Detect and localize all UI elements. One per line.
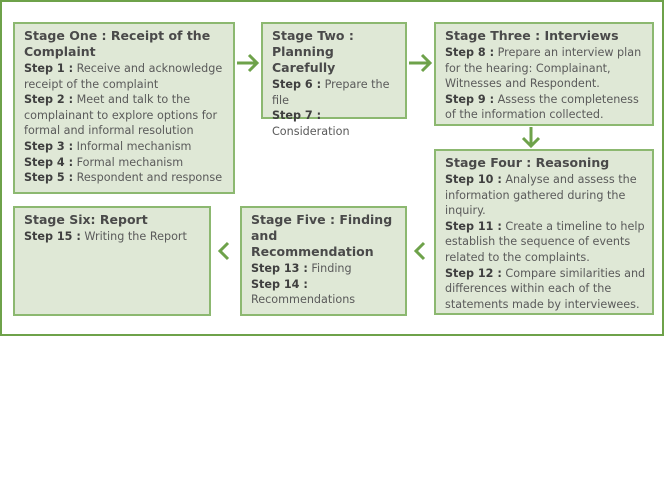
step-12-text: Compare similarities and differences wit… bbox=[445, 266, 646, 311]
stage-two-box: Stage Two : Planning Carefully Step 6 : … bbox=[261, 22, 407, 138]
step-8-label: Step 8 : bbox=[445, 46, 495, 59]
step-3-label: Step 3 : bbox=[24, 139, 74, 153]
step-1-text: Receive and acknowledge receipt of the c… bbox=[24, 62, 223, 91]
step-5-text: Respondent and response bbox=[76, 171, 223, 185]
chevron-left-icon bbox=[217, 241, 230, 261]
step-11-label: Step 11 : bbox=[445, 219, 502, 233]
step-3-text: Informal mechanism bbox=[76, 139, 192, 153]
step-9: Step 9 : Assess the completeness of the … bbox=[445, 92, 646, 123]
step-7-label: Step 7 : bbox=[272, 109, 322, 123]
step-8: Step 8 : Prepare an interview plan for t… bbox=[445, 45, 646, 92]
step-6-text: Prepare the file bbox=[272, 78, 390, 107]
step-4-text: Formal mechanism bbox=[76, 155, 184, 169]
step-6: Step 6 : Prepare the file bbox=[272, 77, 399, 108]
step-12: Step 12 : Compare similarities and diffe… bbox=[445, 266, 646, 313]
step-14-label: Step 14 : bbox=[251, 277, 308, 291]
stage-four-box: Stage Four : Reasoning Step 10 : Analyse… bbox=[434, 149, 654, 315]
step-4: Step 4 : Formal mechanism bbox=[24, 155, 227, 171]
step-15: Step 15 : Writing the Report bbox=[24, 229, 203, 245]
step-14: Step 14 : Recommendations bbox=[251, 277, 399, 308]
step-7-text: Consideration bbox=[272, 124, 350, 138]
step-9-text: Assess the completeness of the informati… bbox=[445, 92, 639, 122]
step-13: Step 13 : Finding bbox=[251, 261, 399, 277]
stage-one-title: Stage One : Receipt of the Complaint bbox=[24, 28, 211, 59]
step-12-label: Step 12 : bbox=[445, 266, 502, 280]
stage-five-box: Stage Five : Finding and Recommendation … bbox=[240, 206, 407, 316]
step-4-label: Step 4 : bbox=[24, 155, 74, 169]
stage-one-box: Stage One : Receipt of the Complaint Ste… bbox=[13, 22, 235, 194]
step-10-text: Analyse and assess the information gathe… bbox=[445, 173, 637, 218]
stage-three-box: Stage Three : Interviews Step 8 : Prepar… bbox=[434, 22, 654, 126]
arrow-right-icon bbox=[237, 53, 260, 73]
step-11-text: Create a timeline to help establish the … bbox=[445, 219, 645, 264]
stage-two-title: Stage Two : Planning Carefully bbox=[272, 28, 354, 75]
step-15-label: Step 15 : bbox=[24, 230, 81, 243]
step-6-label: Step 6 : bbox=[272, 78, 322, 91]
step-8-text: Prepare an interview plan for the hearin… bbox=[445, 46, 642, 91]
step-1-label: Step 1 : bbox=[24, 62, 74, 75]
step-13-text: Finding bbox=[311, 262, 352, 275]
stage-six-title: Stage Six: Report bbox=[24, 212, 148, 227]
step-13-label: Step 13 : bbox=[251, 262, 308, 275]
step-10: Step 10 : Analyse and assess the informa… bbox=[445, 172, 646, 219]
stage-three-title: Stage Three : Interviews bbox=[445, 28, 619, 43]
step-2-text: Meet and talk to the complainant to expl… bbox=[24, 93, 218, 138]
step-2-label: Step 2 : bbox=[24, 93, 74, 107]
step-5: Step 5 : Respondent and response bbox=[24, 170, 227, 186]
step-11: Step 11 : Create a timeline to help esta… bbox=[445, 219, 646, 266]
step-9-label: Step 9 : bbox=[445, 92, 495, 106]
step-10-label: Step 10 : bbox=[445, 173, 502, 186]
step-5-label: Step 5 : bbox=[24, 171, 74, 185]
step-3: Step 3 : Informal mechanism bbox=[24, 139, 227, 155]
step-15-text: Writing the Report bbox=[84, 230, 187, 243]
chevron-left-icon bbox=[413, 241, 426, 261]
step-1: Step 1 : Receive and acknowledge receipt… bbox=[24, 61, 227, 92]
stage-six-box: Stage Six: Report Step 15 : Writing the … bbox=[13, 206, 211, 316]
step-14-text: Recommendations bbox=[251, 293, 356, 307]
stage-four-title: Stage Four : Reasoning bbox=[445, 155, 610, 170]
arrow-right-icon bbox=[409, 53, 433, 73]
arrow-down-icon bbox=[521, 127, 541, 149]
stage-five-title: Stage Five : Finding and Recommendation bbox=[251, 212, 393, 259]
step-7: Step 7 : Consideration bbox=[272, 108, 399, 139]
step-2: Step 2 : Meet and talk to the complainan… bbox=[24, 92, 227, 139]
